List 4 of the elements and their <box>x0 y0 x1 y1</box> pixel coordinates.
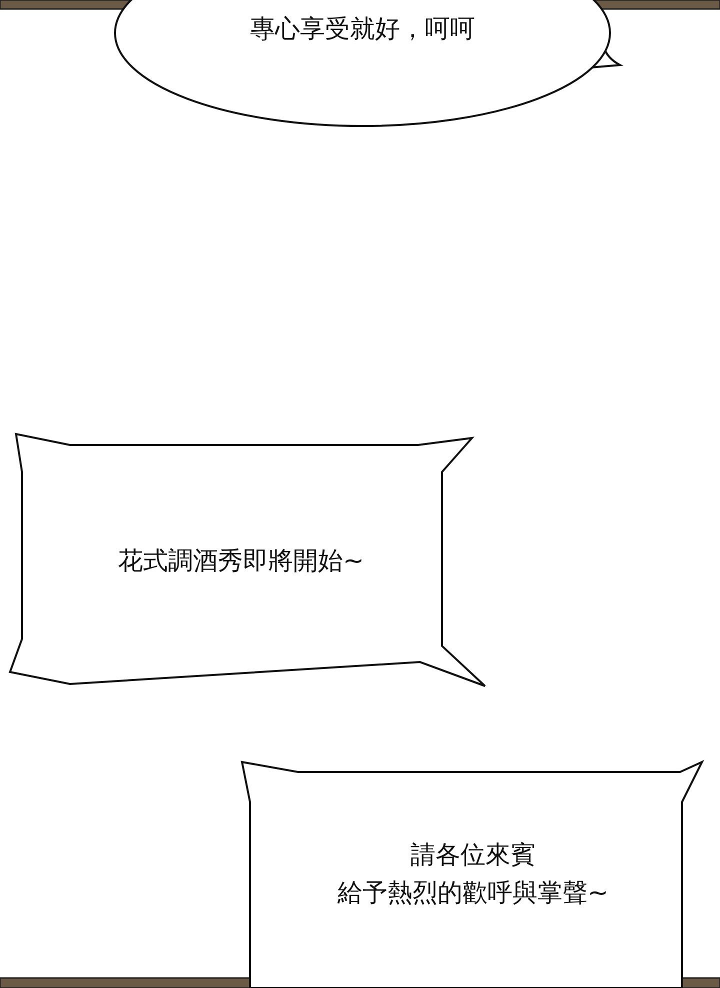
dialogue-text: 請各位來賓 <box>410 839 536 871</box>
dialogue-text: 給予熱烈的歡呼與掌聲~ <box>336 877 610 909</box>
dialogue-text: 花式調酒秀即將開始~ <box>117 545 365 577</box>
dialogue-text: 專心享受就好，呵呵 <box>249 13 476 45</box>
